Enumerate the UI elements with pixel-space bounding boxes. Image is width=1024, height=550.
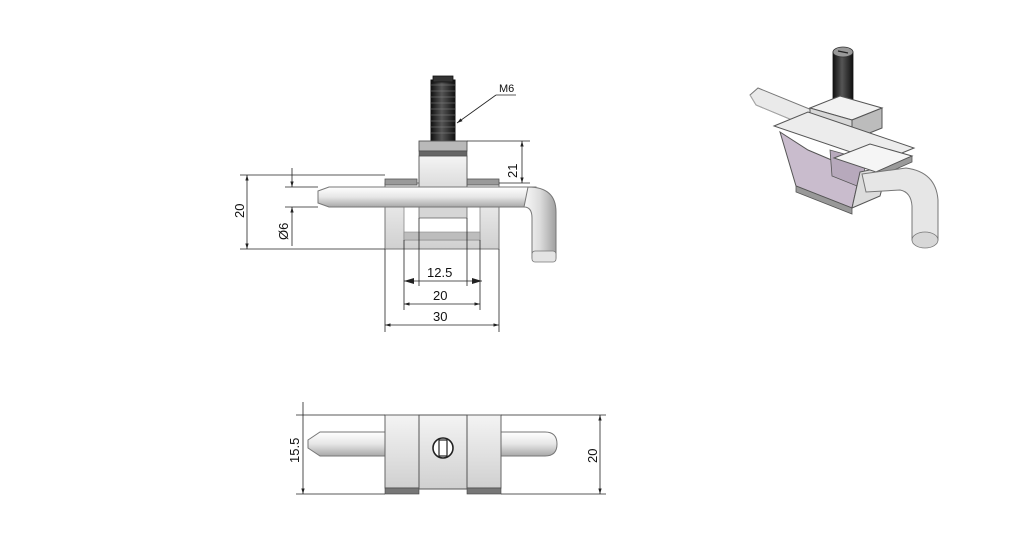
label-12-5: 12.5: [427, 265, 452, 280]
isometric-view: [749, 46, 939, 249]
screw-head-top: [432, 437, 454, 459]
label-30: 30: [433, 309, 447, 324]
label-15-5: 15.5: [287, 438, 302, 463]
label-diameter: Ø6: [276, 223, 291, 240]
iso-thread: [832, 46, 854, 111]
screw-thread: [430, 75, 456, 143]
front-view: M6 21 20 Ø6 12.5 20 30: [232, 75, 557, 332]
top-view: 15.5 20: [287, 402, 606, 495]
label-20-front: 20: [232, 204, 247, 218]
label-21: 21: [505, 164, 520, 178]
label-20-top: 20: [585, 449, 600, 463]
label-m6: M6: [499, 83, 514, 95]
label-20-width: 20: [433, 288, 447, 303]
hinge-pin: [317, 186, 557, 263]
